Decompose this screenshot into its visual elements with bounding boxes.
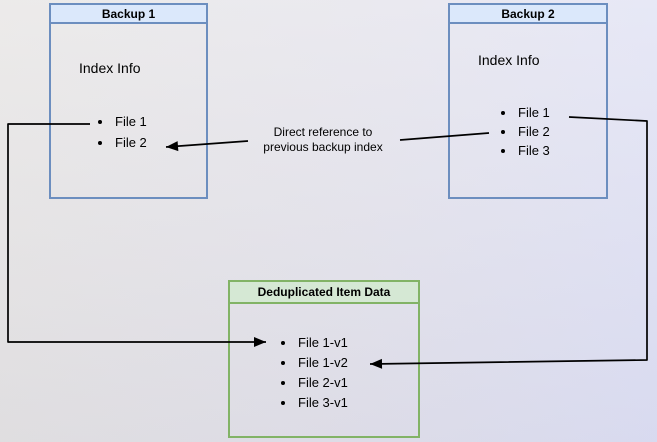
backup1-box: Backup 1 Index Info File 1 File 2 <box>49 3 208 199</box>
edge-label-line1: Direct reference to <box>273 125 373 139</box>
list-item: File 1 <box>113 111 147 132</box>
dedup-file-list: File 1-v1 File 1-v2 File 2-v1 File 3-v1 <box>230 333 348 413</box>
list-item: File 2-v1 <box>296 373 348 393</box>
list-item: File 1-v2 <box>296 353 348 373</box>
backup2-title: Backup 2 <box>450 5 606 24</box>
edge-label-line2: previous backup index <box>263 140 383 154</box>
list-item: File 2 <box>113 132 147 153</box>
backup2-box: Backup 2 Index Info File 1 File 2 File 3 <box>448 3 608 199</box>
list-item: File 2 <box>516 122 550 141</box>
backup1-title: Backup 1 <box>51 5 206 24</box>
list-item: File 3 <box>516 141 550 160</box>
backup2-file-list: File 1 File 2 File 3 <box>450 103 550 160</box>
deduplicated-item-data-box: Deduplicated Item Data File 1-v1 File 1-… <box>228 280 420 438</box>
backup1-file-list: File 1 File 2 <box>51 111 147 153</box>
edge-label-direct-reference: Direct reference to previous backup inde… <box>233 125 413 155</box>
list-item: File 1-v1 <box>296 333 348 353</box>
list-item: File 3-v1 <box>296 393 348 413</box>
backup1-subtitle: Index Info <box>79 60 141 76</box>
backup2-subtitle: Index Info <box>478 52 540 68</box>
list-item: File 1 <box>516 103 550 122</box>
dedup-title: Deduplicated Item Data <box>230 282 418 304</box>
